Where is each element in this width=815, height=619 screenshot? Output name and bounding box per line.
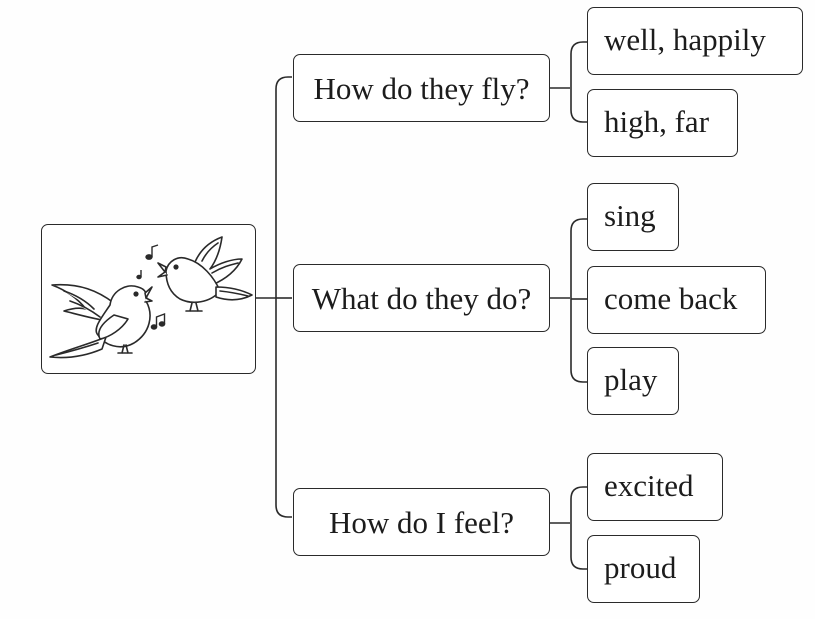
answer-box: well, happily (587, 7, 803, 75)
answer-label: play (604, 361, 658, 397)
answer-label: come back (604, 280, 738, 316)
question-label: What do they do? (311, 280, 532, 316)
answer-label: well, happily (604, 21, 766, 57)
answer-box: sing (587, 183, 679, 251)
answer-box: excited (587, 453, 723, 521)
question-box-3: How do I feel? (293, 488, 550, 556)
question-label: How do they fly? (313, 70, 530, 106)
answer-box: play (587, 347, 679, 415)
answer-label: high, far (604, 103, 710, 139)
question-box-1: How do they fly? (293, 54, 550, 122)
question-box-2: What do they do? (293, 264, 550, 332)
answer-label: sing (604, 197, 656, 233)
answer-box: come back (587, 266, 766, 334)
singing-birds-icon (49, 236, 253, 359)
answer-label: excited (604, 467, 694, 503)
connector-trunk (275, 76, 292, 518)
answer-box: proud (587, 535, 700, 603)
question-label: How do I feel? (328, 504, 515, 540)
answer-label: proud (604, 549, 677, 585)
answer-box: high, far (587, 89, 738, 157)
birds-image (41, 224, 256, 374)
